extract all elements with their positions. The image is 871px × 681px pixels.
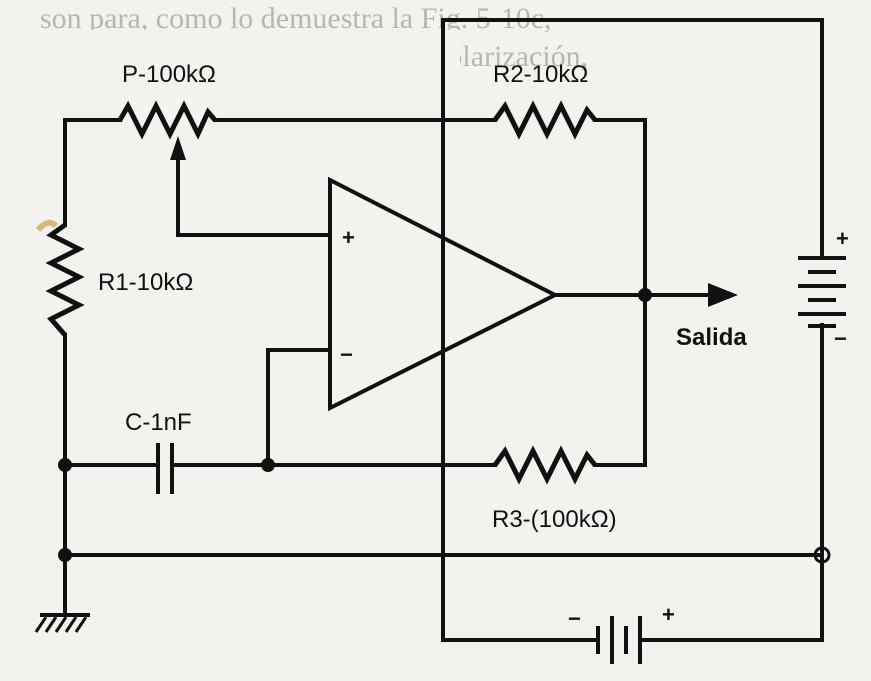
battery-right-minus: − — [834, 326, 847, 351]
node-inverting-input — [261, 458, 275, 472]
node-ground-right — [813, 546, 831, 564]
opamp-minus-sign: − — [340, 342, 353, 367]
resistor-r1 — [35, 219, 85, 337]
output-node — [638, 288, 652, 302]
r1-label: R1-10kΩ — [98, 269, 193, 296]
potentiometer — [117, 100, 217, 237]
battery-bottom-icon — [583, 616, 657, 664]
ground-rail — [63, 18, 824, 642]
battery-bottom-minus: − — [568, 606, 581, 631]
capacitor-row — [63, 443, 497, 494]
node-ground-left — [58, 548, 72, 562]
resistor-r3 — [492, 445, 597, 485]
opamp-plus-sign: + — [342, 225, 355, 250]
background-mask — [60, 30, 460, 80]
ground-icon — [34, 613, 90, 633]
smudge-mark — [35, 219, 59, 233]
battery-bottom-plus: + — [662, 602, 675, 627]
wiper-arrow-icon — [170, 136, 186, 160]
capacitor-label: C-1nF — [125, 409, 192, 436]
r2-label: R2-10kΩ — [493, 61, 588, 88]
output-arrow-icon — [708, 283, 738, 307]
battery-right-plus: + — [836, 226, 849, 251]
op-amp — [176, 176, 738, 467]
potentiometer-label: P-100kΩ — [122, 61, 216, 88]
output-label: Salida — [676, 324, 747, 351]
r3-label: R3-(100kΩ) — [492, 506, 617, 533]
battery-right-icon — [798, 238, 846, 328]
resistor-r2 — [492, 100, 597, 140]
